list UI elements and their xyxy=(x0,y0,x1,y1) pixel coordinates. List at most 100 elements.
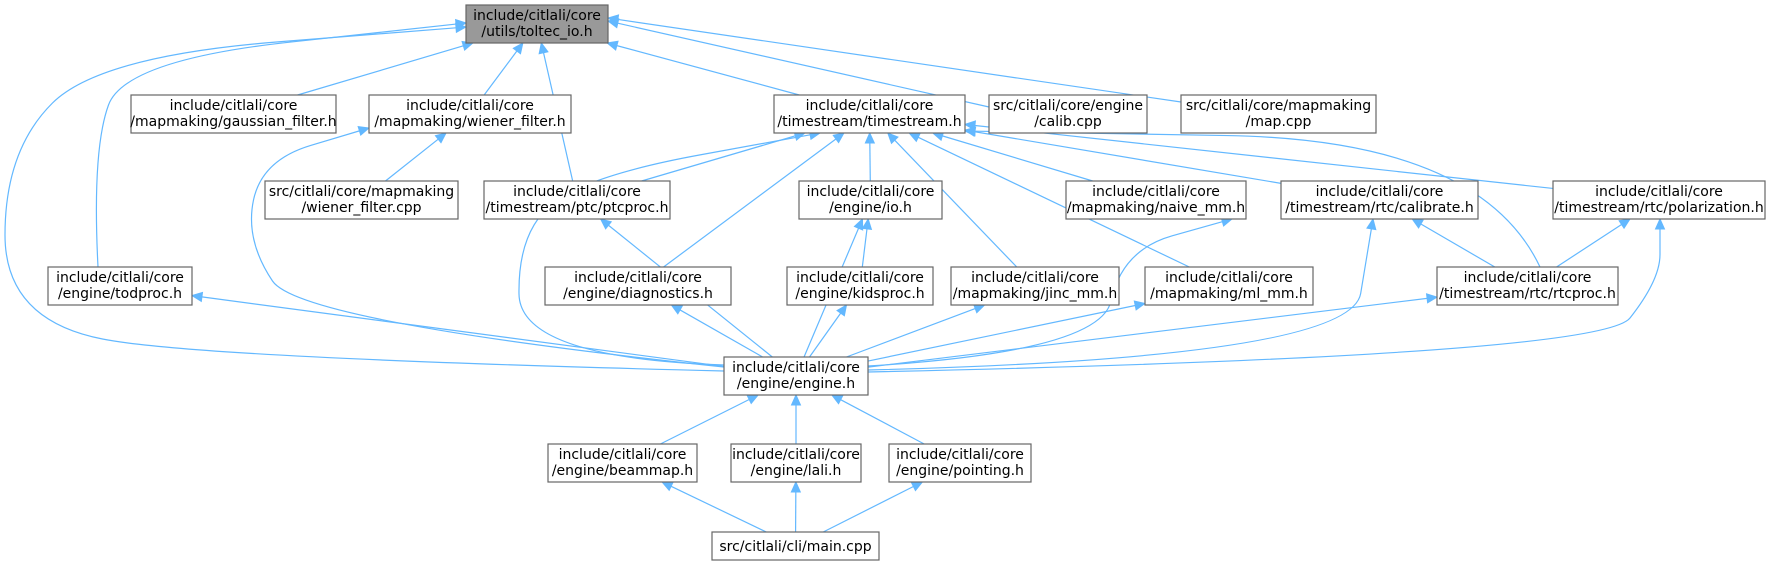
node-box xyxy=(1552,180,1766,220)
node-naive-mm[interactable]: include/citlali/core/mapmaking/naive_mm.… xyxy=(1065,180,1247,220)
node-label-line: /engine/lali.h xyxy=(751,463,842,479)
node-io[interactable]: include/citlali/core/engine/io.h xyxy=(798,180,943,220)
edge-wiener_h-to-toltec_io xyxy=(483,42,524,96)
node-label-line: include/citlali/core xyxy=(170,98,298,114)
node-pointing[interactable]: include/citlali/core/engine/pointing.h xyxy=(888,443,1032,483)
node-label-line: include/citlali/core xyxy=(1316,184,1444,200)
edge-main_cpp-to-beammap xyxy=(661,481,767,533)
node-wiener-cpp[interactable]: src/citlali/core/mapmaking/wiener_filter… xyxy=(264,180,459,220)
edge-rtcproc-to-calibrate xyxy=(1411,218,1496,268)
node-box xyxy=(730,443,862,483)
node-label-line: /engine/kidsproc.h xyxy=(795,286,924,302)
node-label-line: src/citlali/core/engine xyxy=(993,98,1143,114)
node-label-line: /timestream/timestream.h xyxy=(777,114,961,130)
node-wiener-h[interactable]: include/citlali/core/mapmaking/wiener_fi… xyxy=(368,94,572,134)
node-ptcproc[interactable]: include/citlali/core/timestream/ptc/ptcp… xyxy=(483,180,671,220)
node-label-line: include/citlali/core xyxy=(732,360,860,376)
node-box xyxy=(786,266,934,306)
node-label-line: /map.cpp xyxy=(1246,114,1312,130)
node-label-line: include/citlali/core xyxy=(56,270,184,286)
edge-calib_cpp-to-toltec_io xyxy=(606,18,990,108)
edge-engine-to-ml_mm xyxy=(867,300,1147,362)
node-box xyxy=(773,94,966,134)
node-ml-mm[interactable]: include/citlali/core/mapmaking/ml_mm.h xyxy=(1144,266,1314,306)
node-polarization[interactable]: include/citlali/core/timestream/rtc/pola… xyxy=(1552,180,1766,220)
node-box xyxy=(1280,180,1479,220)
node-label-line: /calib.cpp xyxy=(1034,114,1102,130)
node-box xyxy=(798,180,943,220)
node-label-line: include/citlali/core xyxy=(971,270,1099,286)
node-label-line: /mapmaking/gaussian_filter.h xyxy=(130,114,336,130)
edge-io-to-timestream xyxy=(864,131,876,182)
node-label-line: /mapmaking/jinc_mm.h xyxy=(953,286,1117,302)
edge-pointing-to-engine xyxy=(830,394,925,445)
node-map-cpp[interactable]: src/citlali/core/mapmaking/map.cpp xyxy=(1180,94,1377,134)
node-label-line: /mapmaking/ml_mm.h xyxy=(1150,286,1308,302)
node-label-line: include/citlali/core xyxy=(806,98,934,114)
edge-wiener_cpp-to-wiener_h xyxy=(385,132,447,182)
node-box xyxy=(950,266,1120,306)
edge-engine-to-polarization xyxy=(867,217,1666,373)
node-label-line: src/citlali/core/mapmaking xyxy=(1186,98,1371,114)
edge-engine-to-kidsproc xyxy=(809,304,848,358)
node-box xyxy=(483,180,671,220)
node-label-line: /engine/pointing.h xyxy=(896,463,1024,479)
edge-todproc-to-toltec_io xyxy=(95,18,468,268)
node-box xyxy=(711,531,880,561)
edge-main_cpp-to-pointing xyxy=(822,481,924,533)
edge-rtcproc-to-timestream xyxy=(963,125,1541,268)
node-label-line: include/citlali/core xyxy=(1092,184,1220,200)
node-kidsproc[interactable]: include/citlali/core/engine/kidsproc.h xyxy=(786,266,934,306)
node-label-line: include/citlali/core xyxy=(732,447,860,463)
edge-engine-to-calibrate xyxy=(867,217,1377,371)
node-calib-cpp[interactable]: src/citlali/core/engine/calib.cpp xyxy=(988,94,1148,134)
node-box xyxy=(465,4,609,44)
node-label-line: /engine/todproc.h xyxy=(58,286,182,302)
node-label-line: /mapmaking/wiener_filter.h xyxy=(374,114,565,130)
node-jinc-mm[interactable]: include/citlali/core/mapmaking/jinc_mm.h xyxy=(950,266,1120,306)
node-layer: include/citlali/core/utils/toltec_io.hin… xyxy=(47,4,1766,561)
node-label-line: /wiener_filter.cpp xyxy=(301,200,421,216)
edge-ptcproc-to-timestream xyxy=(641,130,807,182)
node-calibrate[interactable]: include/citlali/core/timestream/rtc/cali… xyxy=(1280,180,1479,220)
node-label-line: include/citlali/core xyxy=(896,447,1024,463)
node-rtcproc[interactable]: include/citlali/core/timestream/rtc/rtcp… xyxy=(1436,266,1619,306)
node-gaussian[interactable]: include/citlali/core/mapmaking/gaussian_… xyxy=(130,94,337,134)
node-label-line: /engine/engine.h xyxy=(737,376,855,392)
node-beammap[interactable]: include/citlali/core/engine/beammap.h xyxy=(547,443,698,483)
node-label-line: include/citlali/core xyxy=(796,270,924,286)
edge-kidsproc-to-io xyxy=(861,217,873,268)
node-label-line: include/citlali/core xyxy=(807,184,935,200)
node-lali[interactable]: include/citlali/core/engine/lali.h xyxy=(730,443,862,483)
edge-jinc_mm-to-timestream xyxy=(886,132,1018,268)
edge-engine-to-wiener_h xyxy=(250,125,725,368)
node-timestream[interactable]: include/citlali/core/timestream/timestre… xyxy=(773,94,966,134)
node-todproc[interactable]: include/citlali/core/engine/todproc.h xyxy=(47,266,193,306)
node-label-line: include/citlali/core xyxy=(1595,184,1723,200)
node-diagnostics[interactable]: include/citlali/core/engine/diagnostics.… xyxy=(544,266,732,306)
node-main-cpp[interactable]: src/citlali/cli/main.cpp xyxy=(711,531,880,561)
edge-diagnostics-to-timestream xyxy=(663,132,845,268)
node-box xyxy=(1436,266,1619,306)
node-box xyxy=(988,94,1148,134)
node-label-line: include/citlali/core xyxy=(1165,270,1293,286)
node-label-line: src/citlali/cli/main.cpp xyxy=(719,539,871,555)
node-label-line: include/citlali/core xyxy=(559,447,687,463)
node-box xyxy=(1065,180,1247,220)
node-box xyxy=(130,94,337,134)
node-label-line: /timestream/rtc/polarization.h xyxy=(1554,200,1763,216)
node-label-line: include/citlali/core xyxy=(574,270,702,286)
node-label-line: /engine/beammap.h xyxy=(552,463,693,479)
edge-engine-to-todproc xyxy=(190,291,725,368)
node-label-line: include/citlali/core xyxy=(406,98,534,114)
node-box xyxy=(547,443,698,483)
node-box xyxy=(47,266,193,306)
node-label-line: /timestream/rtc/rtcproc.h xyxy=(1439,286,1616,302)
node-box xyxy=(888,443,1032,483)
node-label-line: /utils/toltec_io.h xyxy=(481,24,592,40)
node-label-line: /engine/io.h xyxy=(829,200,912,216)
node-box xyxy=(723,356,869,396)
node-engine[interactable]: include/citlali/core/engine/engine.h xyxy=(723,356,869,396)
edge-layer xyxy=(4,14,1666,533)
